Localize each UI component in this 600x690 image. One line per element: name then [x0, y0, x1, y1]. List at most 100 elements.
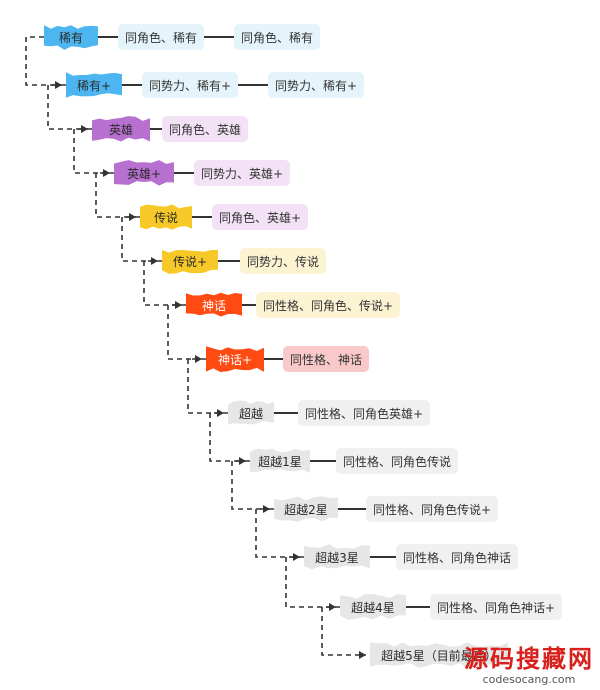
tier-arrow-line	[73, 128, 110, 174]
tier-label: 超越5星（目前最高）	[381, 648, 497, 663]
requirement-connector	[310, 460, 336, 462]
tier-arrow-line	[143, 260, 182, 306]
tier-arrow-head	[359, 651, 366, 659]
requirement-connector	[242, 304, 256, 306]
watermark-text: 源码搜藏网	[464, 644, 594, 673]
tier-brush-shape	[186, 292, 242, 317]
tier-arrow-line	[255, 508, 300, 558]
tier-label: 神话+	[217, 352, 253, 367]
tier-node: 神话	[186, 290, 242, 320]
tier-brush-fill	[186, 292, 242, 317]
tier-arrow-head	[329, 603, 336, 611]
tier-node: 英雄	[92, 114, 150, 144]
tier-node: 超越3星	[304, 542, 370, 572]
requirement-connector	[338, 508, 366, 510]
tier-brush-shape	[370, 642, 508, 668]
tier-brush-fill	[66, 72, 122, 98]
tier-brush-fill	[162, 249, 218, 274]
tier-brush-fill	[44, 25, 98, 50]
tier-arrow-line	[321, 606, 366, 656]
tier-brush-fill	[370, 642, 508, 668]
tier-node: 超越4星	[340, 592, 406, 622]
tier-brush-fill	[274, 496, 338, 522]
tier-label: 超越4星	[351, 600, 395, 615]
requirement-box: 同势力、英雄+	[194, 160, 291, 186]
requirement-connector	[406, 606, 430, 608]
tier-arrow-head	[293, 553, 300, 561]
tier-brush-shape	[44, 25, 98, 50]
tier-label: 传说+	[172, 254, 208, 269]
tier-label: 超越1星	[258, 454, 302, 469]
requirement-box: 同性格、同角色神话+	[430, 594, 563, 620]
tier-arrow-line	[121, 216, 158, 262]
tier-brush-shape	[228, 400, 274, 425]
tier-arrow-head	[151, 257, 158, 265]
requirement-connector	[370, 556, 396, 558]
watermark-url: codesocang.com	[482, 673, 576, 686]
tier-arrow-head	[55, 81, 62, 89]
tier-arrow-line	[25, 36, 62, 86]
tier-arrow-line	[231, 460, 270, 510]
tier-brush-shape	[114, 160, 174, 186]
requirement-connector	[204, 36, 234, 38]
tier-brush-shape	[250, 448, 310, 473]
tier-arrow-head	[263, 505, 270, 513]
tier-node: 稀有	[44, 22, 98, 52]
tier-brush-shape	[140, 204, 192, 230]
tier-arrow-head	[239, 457, 246, 465]
tier-arrow-line	[95, 172, 136, 218]
tier-arrow-head	[81, 125, 88, 133]
requirement-connector	[192, 216, 212, 218]
tier-brush-fill	[250, 448, 310, 473]
requirement-connector	[122, 84, 142, 86]
tier-node: 传说	[140, 202, 192, 232]
requirement-box: 同角色、稀有	[118, 24, 205, 50]
requirement-box: 同性格、神话	[283, 346, 370, 372]
requirement-box: 同势力、稀有+	[268, 72, 365, 98]
tier-label: 超越	[238, 406, 263, 421]
requirement-connector	[98, 36, 118, 38]
tier-node: 超越1星	[250, 446, 310, 476]
tier-brush-fill	[92, 116, 150, 142]
tier-node: 超越	[228, 398, 274, 428]
tier-brush-shape	[304, 544, 370, 570]
tier-label: 神话	[201, 298, 226, 313]
requirement-box: 同性格、同角色神话	[396, 544, 519, 570]
tier-node: 英雄+	[114, 158, 174, 188]
tier-label: 英雄+	[126, 166, 162, 181]
tier-brush-shape	[92, 116, 150, 142]
tier-brush-fill	[228, 400, 274, 425]
tier-arrow-line	[187, 358, 224, 414]
tier-brush-fill	[206, 346, 264, 372]
tier-label: 传说	[153, 210, 178, 225]
tier-label: 英雄	[108, 122, 133, 137]
tier-label: 稀有	[58, 30, 83, 45]
requirement-box: 同性格、同角色传说	[336, 448, 459, 474]
watermark: 源码搜藏网 codesocang.com	[464, 644, 594, 687]
tier-node: 超越2星	[274, 494, 338, 524]
requirement-connector	[264, 358, 283, 360]
requirement-connector	[238, 84, 268, 86]
tier-brush-shape	[274, 496, 338, 522]
requirement-box: 同势力、稀有+	[142, 72, 239, 98]
requirement-box: 同性格、同角色传说+	[366, 496, 499, 522]
requirement-box: 同角色、英雄	[162, 116, 249, 142]
tier-brush-fill	[340, 594, 406, 620]
tier-brush-shape	[162, 249, 218, 274]
requirement-box: 同角色、稀有	[234, 24, 321, 50]
tier-arrow-head	[195, 355, 202, 363]
tier-arrow-line	[285, 556, 336, 608]
tier-arrow-line	[167, 304, 202, 360]
tier-node: 稀有+	[66, 70, 122, 100]
requirement-box: 同势力、传说	[240, 248, 327, 274]
tier-node: 神话+	[206, 344, 264, 374]
tier-brush-fill	[140, 204, 192, 230]
tier-arrow-head	[103, 169, 110, 177]
tier-arrow-line	[209, 412, 246, 462]
requirement-connector	[274, 412, 298, 414]
tier-node: 超越5星（目前最高）	[370, 640, 508, 670]
requirement-connector	[150, 128, 162, 130]
tier-brush-shape	[66, 72, 122, 98]
